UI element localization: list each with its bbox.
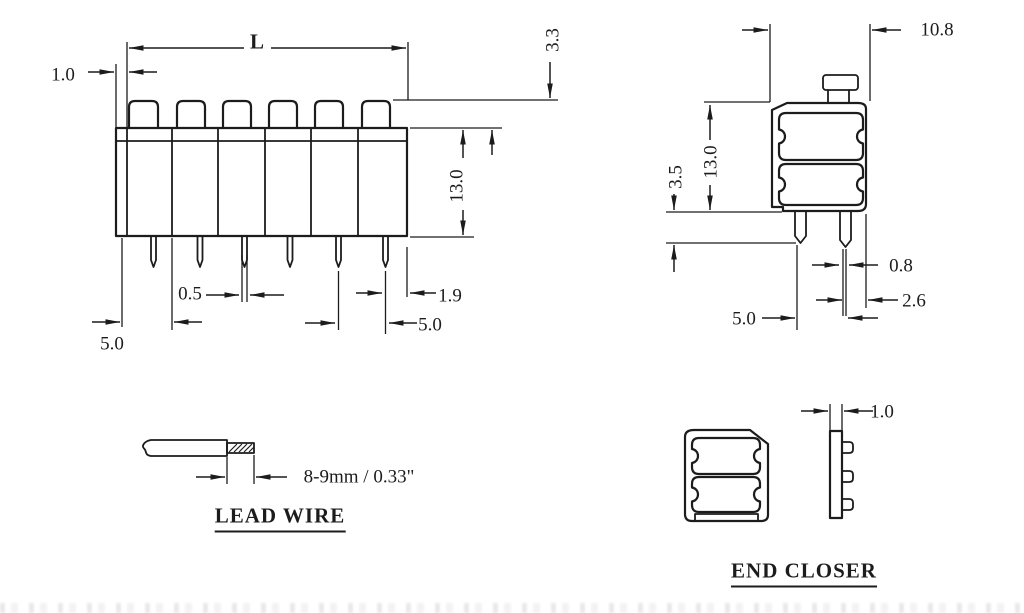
dim-label-end-closer-thickness: 1.0 xyxy=(870,401,894,423)
dim-label-front-pin-pitch: 5.0 xyxy=(418,314,442,336)
wire-insulation xyxy=(142,439,228,457)
end-closer-foot-detail xyxy=(694,513,759,522)
dim-label-side-body-height: 13.0 xyxy=(700,145,722,179)
dim-label-wire-strip-length: 8-9mm / 0.33" xyxy=(303,466,415,488)
lead-wire-title: LEAD WIRE xyxy=(214,504,346,533)
side-body-outline xyxy=(770,101,868,213)
lead-wire-drawing xyxy=(142,439,287,484)
end-closer-front-outline xyxy=(683,428,770,523)
dim-label-front-length: L xyxy=(249,29,265,54)
dim-label-side-depth: 10.8 xyxy=(920,19,954,41)
front-body-outline xyxy=(114,126,409,238)
dim-label-front-first-pitch: 5.0 xyxy=(100,333,124,355)
dim-label-side-pin-pitch: 5.0 xyxy=(732,308,756,330)
side-button xyxy=(822,74,859,103)
front-extension-lines xyxy=(115,42,558,334)
dim-label-front-last-pin-to-end: 1.9 xyxy=(438,285,462,307)
end-closer-title: END CLOSER xyxy=(731,559,877,588)
dim-label-side-pin-length: 3.5 xyxy=(665,165,687,189)
dim-label-front-pin-width: 0.5 xyxy=(178,283,202,305)
dim-label-front-button-height: 3.3 xyxy=(542,28,564,52)
dim-label-front-end-wall: 1.0 xyxy=(51,64,75,86)
side-extension-lines xyxy=(666,24,871,330)
end-closer-side-plate xyxy=(828,429,854,520)
front-pins xyxy=(150,235,389,268)
dim-label-side-pin-to-edge: 2.6 xyxy=(902,290,926,312)
side-wire-opening-upper xyxy=(777,111,865,162)
dim-label-front-body-height: 13.0 xyxy=(446,169,468,203)
wire-conductor xyxy=(226,442,255,454)
front-buttons xyxy=(127,99,392,130)
side-pins xyxy=(794,210,852,248)
scan-noise-band xyxy=(0,603,1024,613)
side-dimension-arrows xyxy=(671,27,901,321)
wire-conductor-hatch xyxy=(228,443,255,453)
side-wire-opening-lower xyxy=(777,162,865,207)
end-closer-opening-upper xyxy=(690,436,762,476)
side-view xyxy=(666,24,901,330)
dim-label-side-pin-width: 0.8 xyxy=(889,255,913,277)
end-closer-opening-lower xyxy=(690,475,762,514)
front-dimension-arrows xyxy=(88,45,553,326)
end-closer-drawing xyxy=(683,404,873,523)
front-view xyxy=(88,42,558,334)
